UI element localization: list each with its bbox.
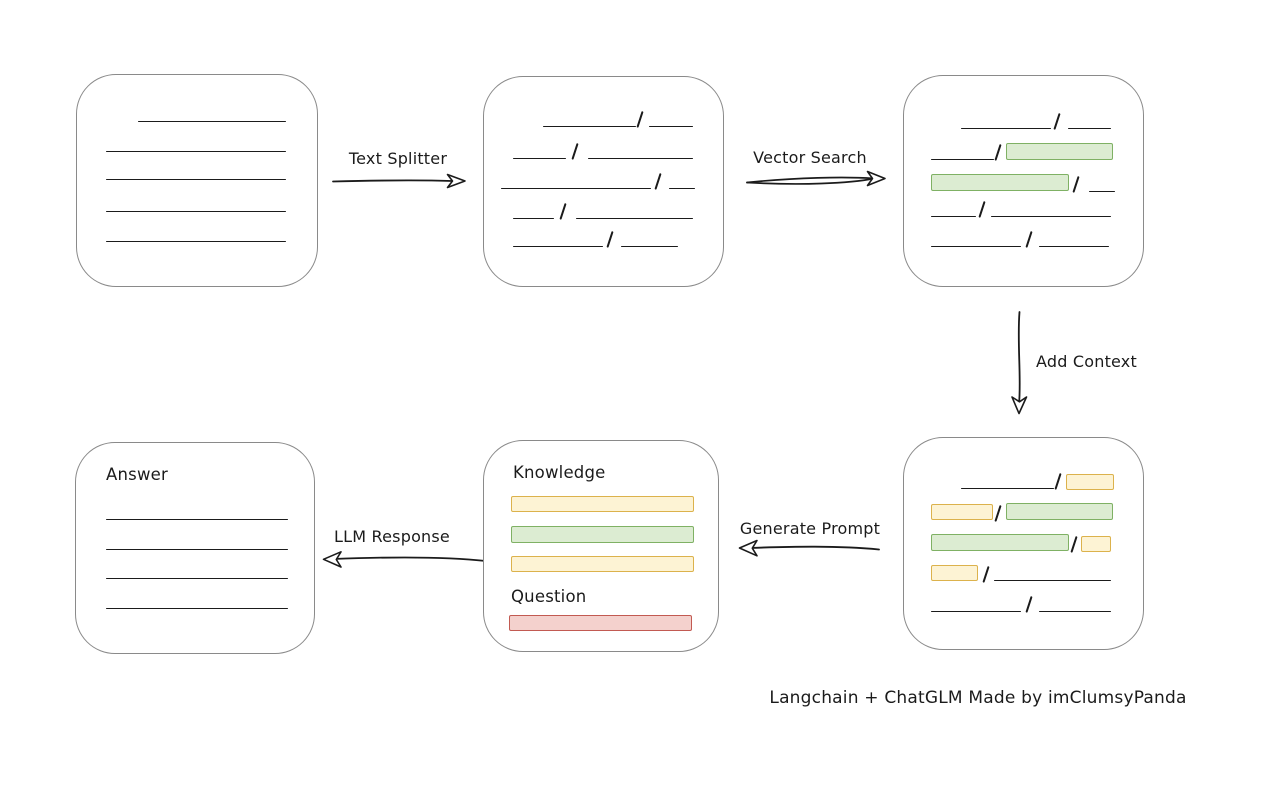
text-line	[621, 246, 678, 247]
text-line	[106, 241, 286, 242]
slash-mark	[982, 566, 990, 583]
highlight-green	[931, 534, 1069, 551]
text-line	[961, 128, 1051, 129]
text-line	[931, 159, 994, 160]
text-line	[106, 549, 288, 550]
text-line	[106, 151, 286, 152]
highlight-yellow	[931, 565, 978, 581]
slash-mark	[978, 201, 986, 218]
text-line	[994, 580, 1111, 581]
text-line	[543, 126, 636, 127]
arrow-label-llm-response: LLM Response	[334, 527, 450, 546]
text-line	[931, 246, 1021, 247]
arrow-label-generate-prompt: Generate Prompt	[739, 519, 881, 538]
text-line	[649, 126, 693, 127]
text-line	[106, 211, 286, 212]
prompt-node: Knowledge Question	[483, 440, 719, 652]
slash-mark	[1072, 176, 1080, 193]
text-line	[1068, 128, 1111, 129]
text-line	[106, 179, 286, 180]
answer-label: Answer	[106, 465, 168, 484]
document-node	[76, 74, 318, 287]
text-line	[106, 608, 288, 609]
arrow-label-add-context: Add Context	[1036, 352, 1137, 371]
slash-mark	[994, 144, 1002, 161]
knowledge-bar-yellow	[511, 556, 694, 572]
slash-mark	[994, 505, 1002, 522]
highlight-green	[1006, 143, 1113, 160]
llm-response-arrow	[322, 551, 487, 568]
text-line	[501, 188, 651, 189]
add-context-arrow	[1011, 311, 1028, 415]
question-bar	[509, 615, 692, 631]
arrow-label-text-splitter: Text Splitter	[348, 149, 448, 168]
text-line	[106, 578, 288, 579]
credit-caption: Langchain + ChatGLM Made by imClumsyPand…	[769, 688, 1187, 708]
slash-mark	[606, 231, 614, 248]
text-line	[931, 216, 976, 217]
slash-mark	[1070, 536, 1078, 553]
slash-mark	[1025, 596, 1033, 613]
slash-mark	[559, 203, 567, 220]
generate-prompt-arrow	[738, 539, 880, 557]
text-line	[513, 218, 554, 219]
text-line	[991, 216, 1111, 217]
text-line	[931, 611, 1021, 612]
arrow-label-vector-search: Vector Search	[753, 148, 867, 167]
slash-mark	[1025, 231, 1033, 248]
text-line	[1089, 191, 1115, 192]
answer-node: Answer	[75, 442, 315, 654]
text-line	[669, 188, 695, 189]
text-line	[1039, 611, 1111, 612]
matched-chunks-node	[903, 75, 1144, 287]
highlight-yellow	[931, 504, 993, 520]
text-line	[513, 246, 603, 247]
text-line	[138, 121, 286, 122]
knowledge-bar-yellow	[511, 496, 694, 512]
knowledge-label: Knowledge	[513, 463, 606, 482]
highlight-yellow	[1066, 474, 1114, 490]
text-line	[576, 218, 693, 219]
text-line	[1039, 246, 1109, 247]
highlight-green	[931, 174, 1069, 191]
highlight-green	[1006, 503, 1113, 520]
context-chunks-node	[903, 437, 1144, 650]
text-line	[106, 519, 288, 520]
text-splitter-arrow	[332, 173, 466, 189]
text-line	[513, 158, 566, 159]
text-line	[961, 488, 1054, 489]
knowledge-bar-green	[511, 526, 694, 543]
slash-mark	[1053, 113, 1061, 130]
slash-mark	[1054, 473, 1062, 490]
question-label: Question	[511, 587, 587, 606]
text-line	[588, 158, 693, 159]
chunks-node	[483, 76, 724, 287]
highlight-yellow	[1081, 536, 1111, 552]
vector-search-arrow	[746, 170, 886, 187]
slash-mark	[654, 173, 662, 190]
slash-mark	[571, 143, 579, 160]
slash-mark	[636, 111, 644, 128]
